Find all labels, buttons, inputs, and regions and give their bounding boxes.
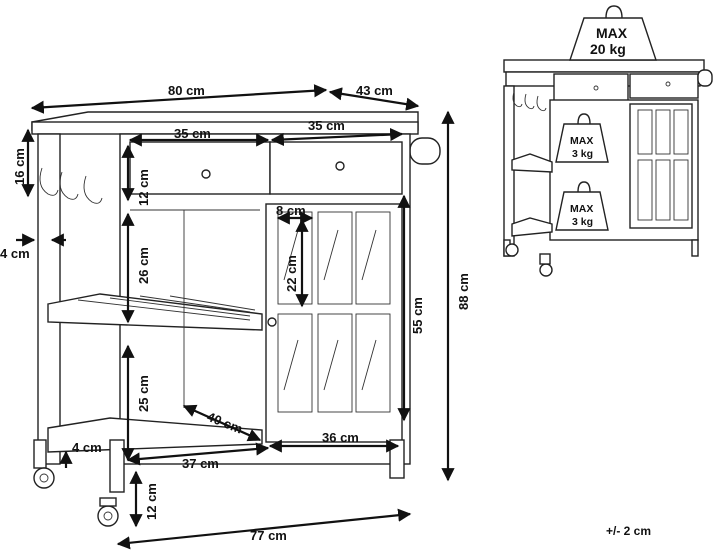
label-door-pane-width: 8 cm xyxy=(276,203,306,218)
label-upper-shelf-gap: 26 cm xyxy=(136,247,151,284)
weight-capacity-drawing: MAX 20 kg MAX 3 kg MAX 3 kg xyxy=(503,5,713,277)
weight-top: MAX 20 kg xyxy=(569,5,657,61)
label-hook-rail: 16 cm xyxy=(12,148,27,185)
weight-mid: MAX 3 kg xyxy=(555,113,609,163)
label-lower-shelf-gap: 25 cm xyxy=(136,375,151,412)
label-door-height: 55 cm xyxy=(410,297,425,334)
label-total-height: 88 cm xyxy=(456,273,471,310)
tolerance-note: +/- 2 cm xyxy=(606,524,651,538)
weight-mid-line2: 3 kg xyxy=(572,148,593,160)
weight-low-line2: 3 kg xyxy=(572,216,593,228)
weight-low-line1: MAX xyxy=(570,203,593,215)
label-bottom-shelf-left: 37 cm xyxy=(182,456,219,471)
label-bottom-rail: 4 cm xyxy=(72,440,102,455)
label-pane-height: 22 cm xyxy=(284,255,299,292)
dimension-lines xyxy=(16,84,455,550)
label-width-top: 80 cm xyxy=(168,83,205,98)
weight-top-line2: 20 kg xyxy=(590,41,626,57)
weight-top-line1: MAX xyxy=(596,25,628,41)
label-base-width: 77 cm xyxy=(250,528,287,543)
label-wheel-height: 12 cm xyxy=(144,483,159,520)
label-drawer-right: 35 cm xyxy=(308,118,345,133)
wheel-set xyxy=(33,467,119,527)
hook-set xyxy=(39,167,103,204)
label-drawer-height: 12 cm xyxy=(136,169,151,206)
label-drawer-left: 35 cm xyxy=(174,126,211,141)
weight-low: MAX 3 kg xyxy=(555,181,609,231)
weight-mid-line1: MAX xyxy=(570,135,593,147)
label-bottom-shelf-right: 36 cm xyxy=(322,430,359,445)
main-cart-drawing xyxy=(31,111,441,527)
label-side-offset: 4 cm xyxy=(0,246,30,261)
label-depth-top: 43 cm xyxy=(356,83,393,98)
